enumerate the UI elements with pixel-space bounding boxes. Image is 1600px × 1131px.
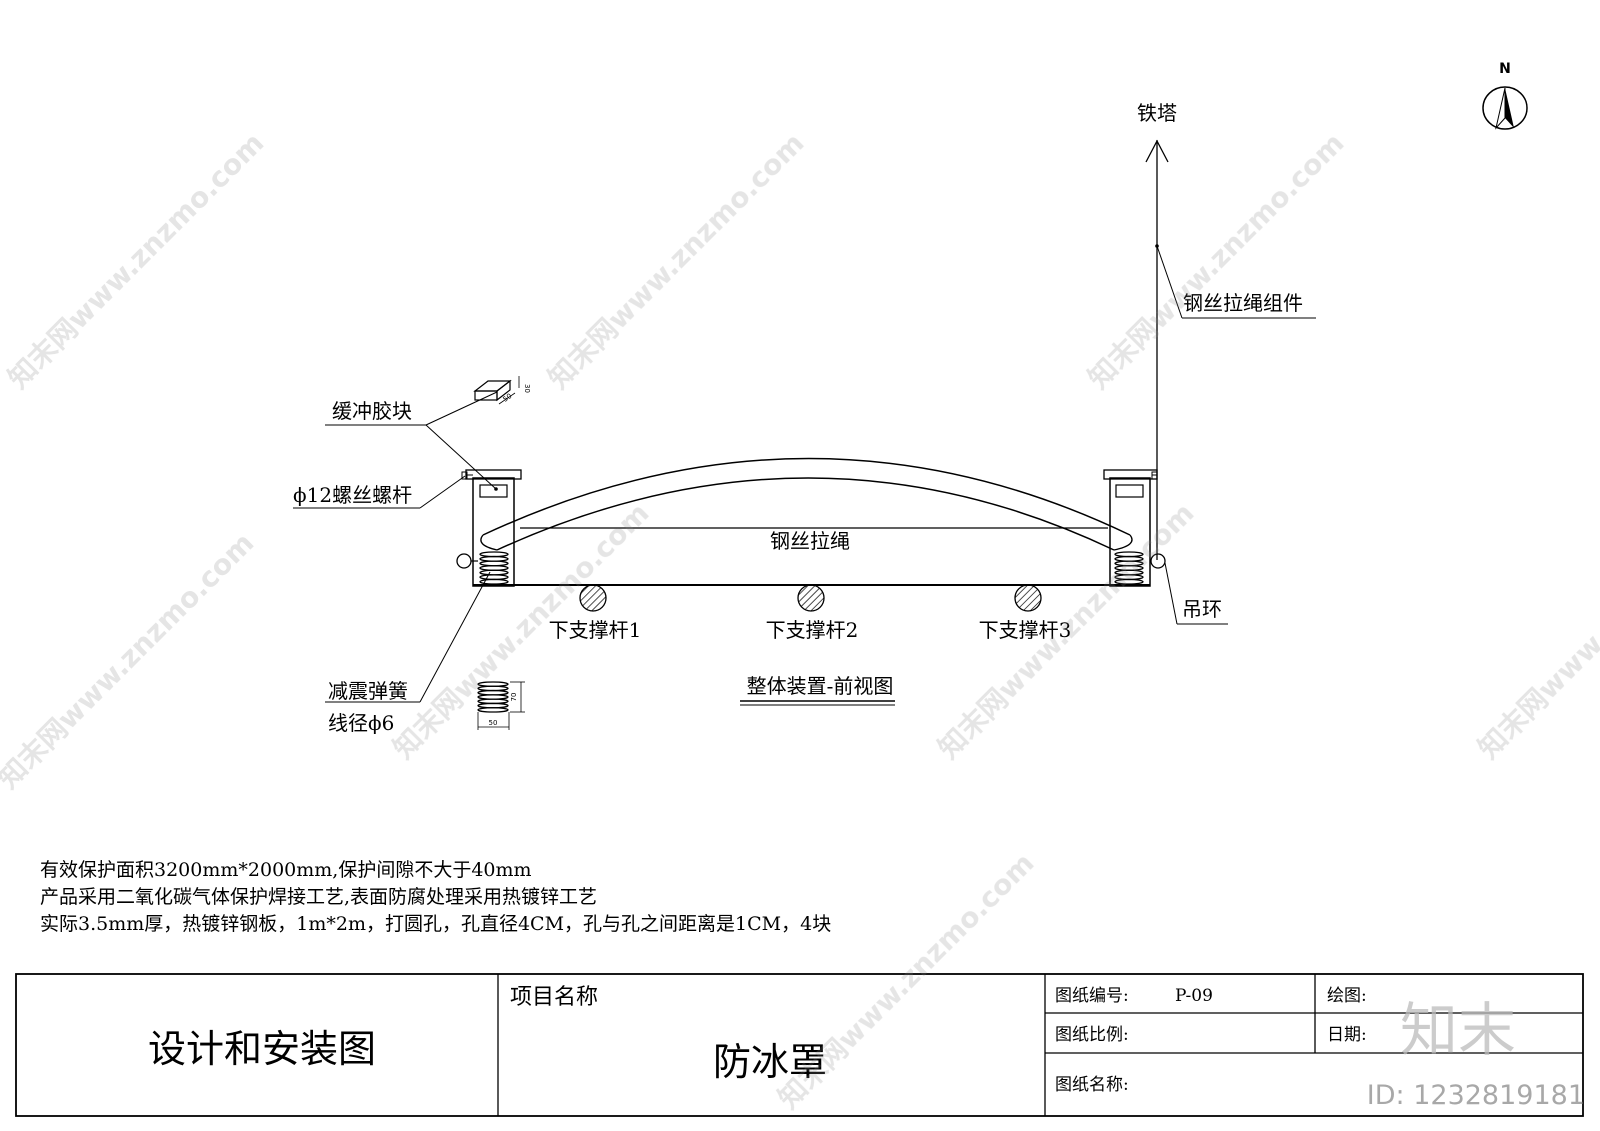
buffer-block-leader: [325, 391, 498, 491]
note-3: 实际3.5mm厚，热镀锌钢板，1m*2m，打圆孔，孔直径4CM，孔与孔之间距离是…: [40, 913, 831, 935]
spring-detail-icon: [477, 681, 509, 713]
buffer-width-dim: 50: [502, 392, 514, 404]
note-2: 产品采用二氧化碳气体保护焊接工艺,表面防腐处理采用热镀锌工艺: [40, 886, 597, 908]
hanging-ring-label: 吊环: [1182, 597, 1222, 621]
drafter-label: 绘图:: [1327, 986, 1367, 1006]
left-spring-icon: [479, 551, 509, 585]
watermark-site-1: 知末网www.znzmo.com: [2, 126, 271, 395]
arch-cover: [480, 457, 1133, 551]
spring-coil: [479, 555, 509, 562]
drawing-type: 设计和安装图: [148, 1027, 376, 1071]
screw-rod-label: ϕ12螺丝螺杆: [293, 483, 412, 507]
strut-2-section: [797, 584, 825, 612]
spring-coil: [479, 569, 509, 576]
strut-3-label: 下支撑杆3: [979, 618, 1072, 642]
title-block: [15, 973, 1584, 1117]
buffer-block-icon: 50 30: [473, 376, 531, 405]
spring-width-dim: 50: [489, 719, 498, 727]
watermark-site-8: 知末网www.znzmo.com: [0, 526, 260, 795]
right-post: [1103, 469, 1166, 587]
spring-coil: [479, 565, 509, 571]
spring-coil: [479, 560, 509, 567]
drawing-name-label: 图纸名称:: [1055, 1075, 1129, 1095]
spring-coil: [479, 578, 509, 585]
project-name-label: 项目名称: [510, 985, 598, 1010]
scale-label: 图纸比例:: [1055, 1025, 1129, 1045]
wire-assembly-label: 钢丝拉绳组件: [1183, 291, 1303, 315]
note-1: 有效保护面积3200mm*2000mm,保护间隙不大于40mm: [40, 859, 532, 881]
watermark-id: ID: 1232819181: [1367, 1080, 1585, 1111]
spring-height-dim: 70: [510, 693, 518, 702]
left-post: [456, 469, 522, 587]
wire-diameter-label: 线径ϕ6: [328, 711, 394, 735]
watermark-site-7: 知末网www.znzmo.com: [772, 846, 1041, 1115]
spring-coil: [1114, 578, 1144, 585]
spring-label: 减震弹簧: [328, 679, 408, 703]
project-name: 防冰罩: [713, 1040, 827, 1084]
tower-label: 铁塔: [1137, 101, 1177, 125]
spring-coil: [477, 707, 509, 713]
watermark-brand: 知末: [1400, 996, 1516, 1064]
north-arrow-icon: N: [1482, 61, 1528, 130]
drawing-no: P-09: [1175, 986, 1213, 1006]
strut-3-section: [1014, 584, 1042, 612]
watermark-site-3: 知末网www.znzmo.com: [1082, 126, 1351, 395]
right-spring-icon: [1114, 551, 1144, 585]
screw-rod-leader: [293, 475, 466, 509]
wire-rope-label: 钢丝拉绳: [770, 529, 850, 553]
spring-detail-dims: 70 50: [477, 681, 525, 730]
drawing-no-label: 图纸编号:: [1055, 986, 1129, 1006]
buffer-block-label: 缓冲胶块: [332, 399, 412, 423]
strut-1-section: [579, 584, 607, 612]
watermark-site-5: 知末网www.znzmo.com: [932, 496, 1201, 765]
watermark-site-6: 知末网www.znzmo.com: [1472, 496, 1600, 765]
north-label: N: [1499, 61, 1511, 77]
strut-2-label: 下支撑杆2: [766, 618, 859, 642]
date-label: 日期:: [1327, 1025, 1367, 1045]
view-title: 整体装置-前视图: [747, 674, 894, 698]
spring-leader: [325, 571, 491, 703]
tower-cable: [1145, 139, 1316, 560]
hanging-ring-leader: [1164, 562, 1228, 625]
spring-coil: [479, 551, 509, 558]
watermark-site-2: 知末网www.znzmo.com: [542, 126, 811, 395]
buffer-height-dim: 30: [523, 384, 531, 393]
strut-1-label: 下支撑杆1: [549, 618, 642, 642]
spring-coil: [479, 574, 509, 581]
